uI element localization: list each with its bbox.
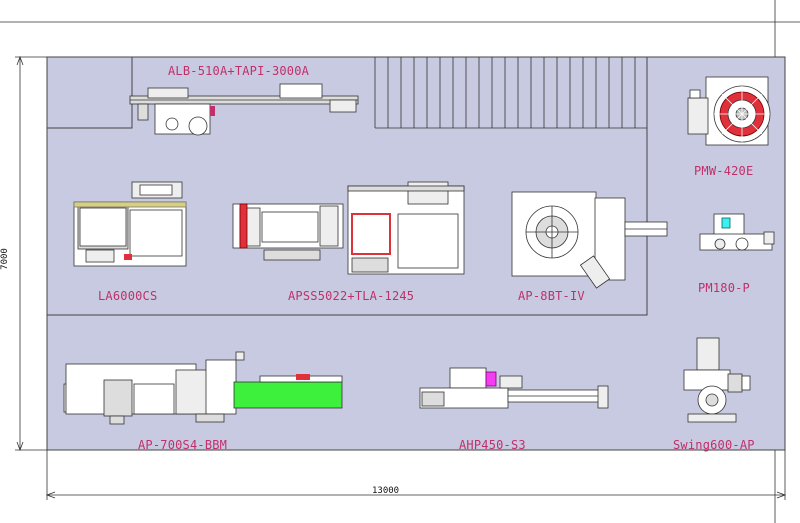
label-ap-700s4-bbm: AP-700S4-BBM xyxy=(138,438,228,452)
width-dimension-text: 13000 xyxy=(372,486,400,496)
machine-pmw-420e xyxy=(687,76,771,146)
label-swing600-ap: Swing600-AP xyxy=(673,438,755,452)
machine-ap-700s4-bbm xyxy=(63,351,343,425)
label-pmw-420e: PMW-420E xyxy=(694,164,754,178)
label-pm180-p: PM180-P xyxy=(698,281,750,295)
machine-apss5022 xyxy=(232,181,465,275)
staircase xyxy=(374,57,647,129)
machine-swing600-ap xyxy=(683,337,751,423)
height-dimension-text: 7000 xyxy=(0,248,10,270)
label-ap-8bt-iv: AP-8BT-IV xyxy=(518,289,585,303)
machine-ahp450-s3 xyxy=(419,367,609,409)
label-la6000cs: LA6000CS xyxy=(98,289,158,303)
label-apss5022: APSS5022+TLA-1245 xyxy=(288,289,415,303)
machine-alb-510a xyxy=(129,83,359,136)
machine-pm180-p xyxy=(699,213,775,251)
partition-walls xyxy=(46,56,648,316)
width-dimension xyxy=(45,450,787,500)
machine-la6000cs xyxy=(73,181,187,267)
label-alb-510a: ALB-510A+TAPI-3000A xyxy=(168,64,310,78)
height-dimension xyxy=(15,55,47,452)
label-ahp450-s3: AHP450-S3 xyxy=(459,438,526,452)
machine-ap-8bt-iv xyxy=(511,191,668,289)
